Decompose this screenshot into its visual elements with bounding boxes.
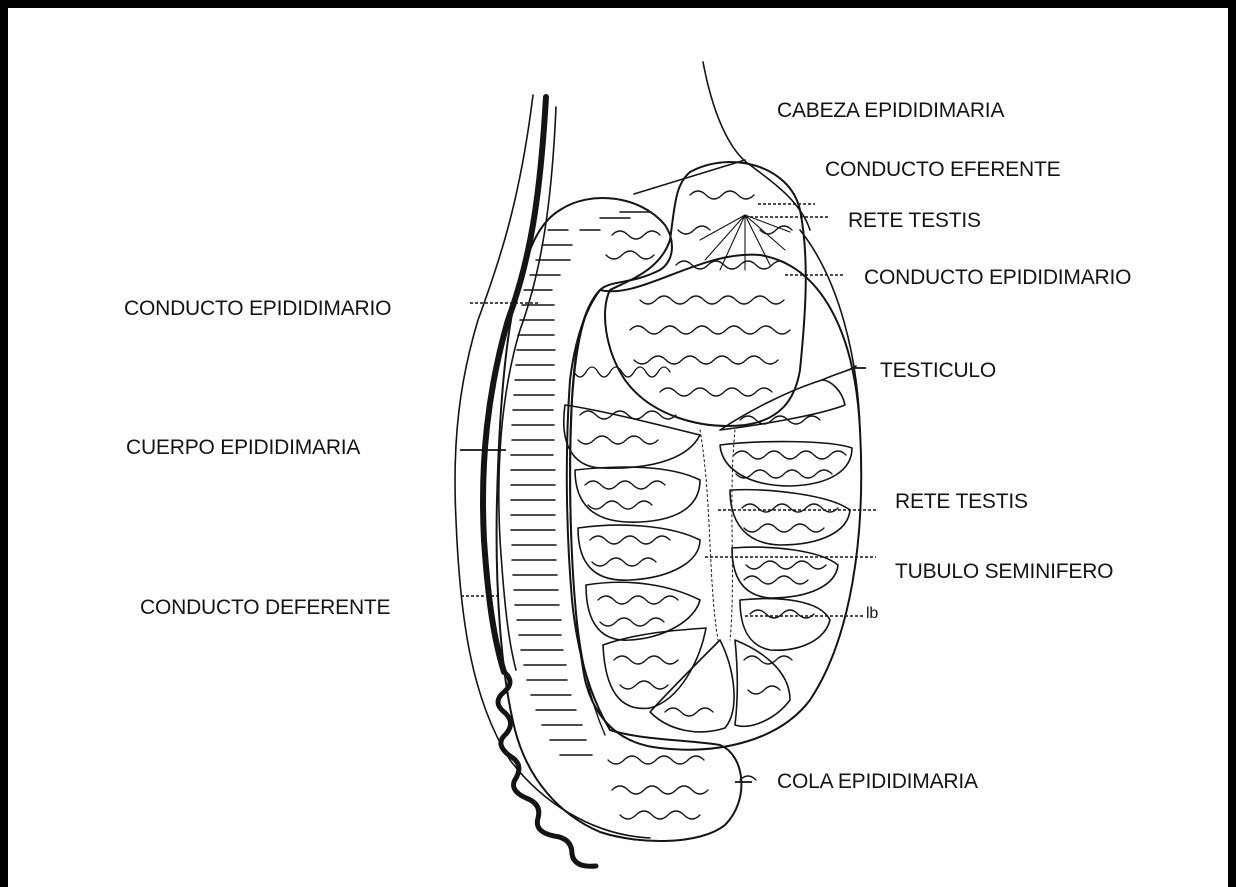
lobule-2 <box>575 467 700 522</box>
lobule-3 <box>578 525 700 580</box>
head-cap-line <box>634 160 745 194</box>
label-rete-testis-mid: RETE TESTIS <box>895 490 1028 514</box>
deferent-duct-coiled <box>498 672 596 866</box>
tunica-curve <box>822 366 856 380</box>
label-cuerpo-epididimaria: CUERPO EPIDIDIMARIA <box>126 436 360 460</box>
label-conducto-epididimario-left: CONDUCTO EPIDIDIMARIO <box>124 297 391 321</box>
label-lb: lb <box>866 605 878 623</box>
label-conducto-deferente: CONDUCTO DEFERENTE <box>140 596 390 620</box>
lobule-4 <box>586 582 700 640</box>
label-rete-testis-top: RETE TESTIS <box>848 209 981 233</box>
label-cabeza-epididimaria: CABEZA EPIDIDIMARIA <box>777 99 1004 123</box>
lobule-7 <box>735 640 790 726</box>
epididymal-head <box>605 162 806 426</box>
deferent-duct-thick <box>483 97 546 672</box>
lobule-6 <box>650 640 734 732</box>
lobule-12 <box>720 380 845 430</box>
label-conducto-eferente: CONDUCTO EFERENTE <box>825 158 1060 182</box>
lobule-10 <box>730 490 850 545</box>
mediastinum <box>700 430 735 640</box>
epididymis-outline <box>497 198 742 841</box>
epididymis-inner-line <box>570 290 605 735</box>
label-cola-epididimaria: COLA EPIDIDIMARIA <box>777 770 978 794</box>
lobule-5 <box>603 628 706 708</box>
label-testiculo: TESTICULO <box>880 359 996 383</box>
cord-inner-line <box>499 107 556 670</box>
label-tubulo-seminifero: TUBULO SEMINIFERO <box>895 560 1113 584</box>
testicle-right-edge <box>800 230 860 430</box>
lobule-9 <box>732 547 838 598</box>
lobule-11 <box>720 442 852 486</box>
lobule-8 <box>740 599 830 651</box>
label-conducto-epididimario-right: CONDUCTO EPIDIDIMARIO <box>864 266 1131 290</box>
testicle-outline <box>570 255 861 750</box>
